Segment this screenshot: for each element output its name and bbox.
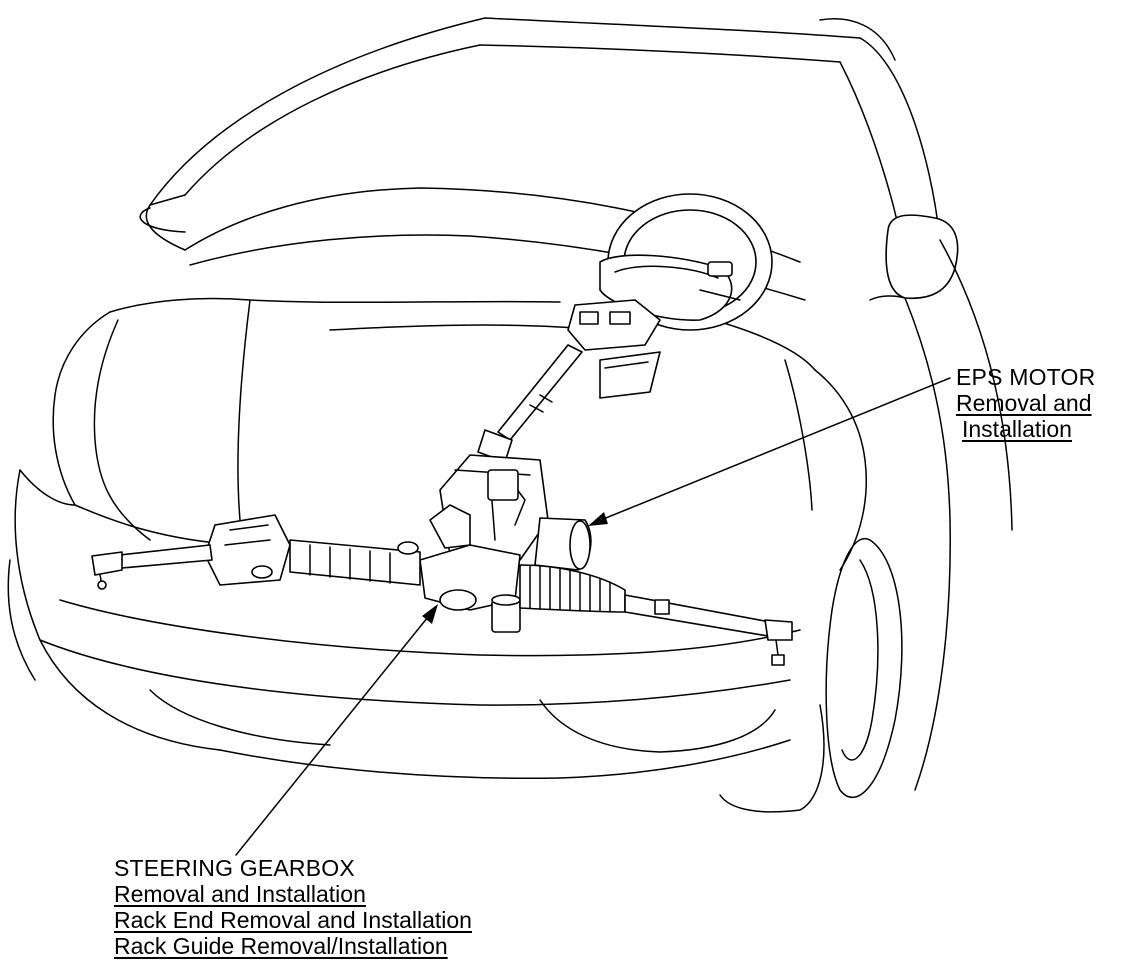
eps-motor-callout: EPS MOTOR Removal and Installation — [956, 364, 1095, 442]
steering-column-icon — [477, 299, 661, 463]
eps-motor-removal-link-line2[interactable]: Installation — [962, 416, 1072, 442]
eps-motor-heading: EPS MOTOR — [956, 364, 1096, 390]
tie-rod-icon — [91, 514, 421, 590]
gearbox-removal-installation-link[interactable]: Removal and Installation — [114, 881, 366, 907]
gearbox-leader-line — [235, 604, 438, 856]
eps-motor-removal-link-line1[interactable]: Removal and — [956, 390, 1092, 416]
steering-gearbox-heading: STEERING GEARBOX — [114, 855, 355, 881]
steering-wheel-icon — [599, 193, 773, 331]
boot-icon — [519, 564, 793, 666]
eps-motor-icon — [534, 517, 592, 571]
steering-gearbox-icon — [419, 454, 549, 633]
rack-end-removal-installation-link[interactable]: Rack End Removal and Installation — [114, 907, 472, 933]
steering-gearbox-callout: STEERING GEARBOX Removal and Installatio… — [114, 855, 472, 959]
rack-guide-removal-installation-link[interactable]: Rack Guide Removal/Installation — [114, 933, 448, 959]
car-body-outline — [7, 17, 1013, 813]
eps-leader-line — [588, 377, 951, 526]
